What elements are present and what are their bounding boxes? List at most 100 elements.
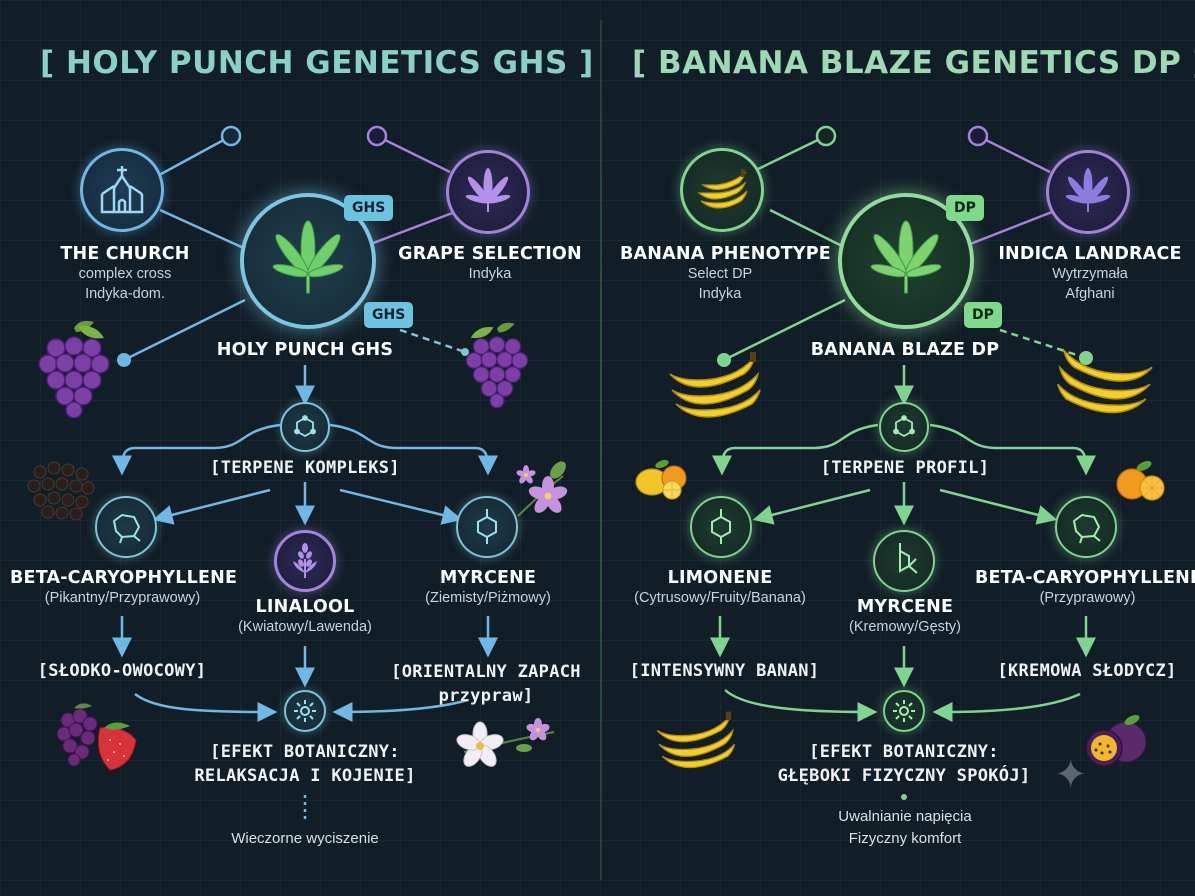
cannabis-leaf-icon: [870, 220, 942, 294]
outcome-line1-right: Uwalnianie napięcia: [838, 808, 972, 825]
grape-icon: [38, 320, 110, 418]
beta-caryophyllene-desc-right: (Przyprawowy): [1039, 590, 1136, 606]
panel-divider: [600, 20, 602, 880]
right-title: [ BANANA BLAZE GENETICS DP ]: [632, 45, 1195, 81]
myrcene-node-right: [873, 530, 935, 592]
church-label: THE CHURCH complex cross Indyka-dom.: [30, 244, 220, 304]
outcome-label-right: Uwalnianie napięcia Fizyczny komfort: [780, 806, 1030, 850]
terpene-profil-hub-node: [879, 402, 929, 452]
banana-phenotype-label: BANANA PHENOTYPE Select DP Indyka: [620, 244, 831, 304]
sparkle-icon: [294, 700, 316, 722]
berry-icon: [1085, 715, 1147, 767]
church-icon: [100, 166, 144, 214]
church-name: THE CHURCH: [60, 244, 190, 264]
church-line1: complex cross: [78, 266, 172, 282]
grape-selection-name: GRAPE SELECTION: [398, 244, 582, 264]
banana-phenotype-line1: Select DP: [687, 266, 753, 282]
sparkle-icon: [893, 700, 915, 722]
cannabis-leaf-icon: [272, 220, 344, 294]
myrcene-desc-right: (Kremowy/Gęsty): [849, 619, 961, 635]
myrcene-desc: (Ziemisty/Piżmowy): [425, 590, 551, 606]
grape-selection-node: [446, 150, 530, 234]
effect-label-right: [EFEKT BOTANICZNY: GŁĘBOKI FIZYCZNY SPOK…: [764, 740, 1044, 788]
indica-landrace-line2: Afghani: [1065, 286, 1115, 302]
beta-caryophyllene-name-right: BETA-CARYOPHYLLENE: [975, 568, 1195, 588]
molecule-icon: [112, 513, 141, 544]
church-line2: Indyka-dom.: [85, 286, 165, 302]
cannabis-leaf-icon: [1065, 168, 1111, 212]
beta-caryophyllene-node-right: [1055, 496, 1117, 558]
indica-landrace-name: INDICA LANDRACE: [998, 244, 1182, 264]
effect-node-right: [883, 690, 925, 732]
myrcene-name: MYRCENE: [439, 568, 537, 588]
linalool-name: LINALOOL: [255, 597, 355, 617]
indica-landrace-line1: Wytrzymała: [1052, 266, 1128, 282]
myrcene-node: [456, 496, 518, 558]
terpene-profil-label: [TERPENE PROFIL]: [820, 458, 990, 478]
indica-landrace-label: INDICA LANDRACE Wytrzymała Afghani: [995, 244, 1185, 304]
beta-caryophyllene-label-right: BETA-CARYOPHYLLENE (Przyprawowy): [975, 568, 1195, 608]
effect-node: [284, 690, 326, 732]
effect-line1-right: [EFEKT BOTANICZNY:: [809, 742, 999, 762]
effect-line2-right: GŁĘBOKI FIZYCZNY SPOKÓJ]: [777, 766, 1031, 786]
molecule-icon: [899, 543, 918, 574]
myrcene-label: MYRCENE (Ziemisty/Piżmowy): [388, 568, 588, 608]
terpene-hub-node: [280, 402, 330, 452]
banana-blaze-label: BANANA BLAZE DP: [810, 340, 1000, 360]
left-title: [ HOLY PUNCH GENETICS GHS ]: [40, 45, 594, 81]
beta-caryophyllene-label: BETA-CARYOPHYLLENE (Pikantny/Przyprawowy…: [10, 568, 238, 608]
limonene-desc: (Cytrusowy/Fruity/Banana): [634, 590, 806, 606]
limonene-label: LIMONENE (Cytrusowy/Fruity/Banana): [615, 568, 825, 608]
beta-caryophyllene-name: BETA-CARYOPHYLLENE: [10, 568, 238, 588]
effect-line2: RELAKSACJA I KOJENIE]: [194, 766, 416, 786]
slodko-owocowy-label: [SŁODKO-OWOCOWY]: [37, 661, 207, 681]
grape-icon: [465, 322, 529, 409]
beta-caryophyllene-desc: (Pikantny/Przyprawowy): [44, 590, 201, 606]
linalool-node: [274, 530, 336, 592]
limonene-name: LIMONENE: [667, 568, 773, 588]
myrcene-label-right: MYRCENE (Kremowy/Gęsty): [805, 597, 1005, 637]
beta-caryophyllene-node: [95, 496, 157, 558]
holy-punch-label: HOLY PUNCH GHS: [216, 340, 394, 360]
orientalny-line2: przypraw]: [438, 686, 534, 706]
orientalny-line1: [ORIENTALNY ZAPACH: [391, 662, 581, 682]
banana-phenotype-name: BANANA PHENOTYPE: [620, 244, 831, 264]
molecule-icon: [1072, 513, 1101, 544]
lemon-icon: [635, 459, 687, 500]
limonene-node: [690, 496, 752, 558]
banana-icon: [656, 711, 736, 769]
banana-blaze-center-node: [838, 193, 974, 329]
ghs-tag-secondary: GHS: [364, 302, 414, 328]
flower-icon: [456, 718, 555, 767]
banana-phenotype-node: [680, 148, 764, 232]
ghs-tag: GHS: [344, 195, 394, 221]
outcome-line2-right: Fizyczny komfort: [848, 830, 962, 847]
flower-icon: [293, 543, 317, 578]
terpene-kompleks-label: [TERPENE KOMPLEKS]: [210, 458, 400, 478]
grape-selection-line1: Indyka: [468, 266, 512, 282]
molecule-icon: [294, 415, 316, 438]
dp-tag-secondary: DP: [964, 302, 1002, 328]
banana-icon: [697, 169, 748, 209]
banana-phenotype-line2: Indyka: [698, 286, 742, 302]
kremowa-slodycz-label: [KREMOWA SŁODYCZ]: [997, 661, 1177, 681]
myrcene-name-right: MYRCENE: [856, 597, 954, 617]
molecule-icon: [711, 509, 731, 544]
molecule-icon: [477, 509, 497, 544]
church-node: [80, 148, 164, 232]
grape-selection-label: GRAPE SELECTION Indyka: [395, 244, 585, 284]
banana-icon: [1056, 348, 1153, 414]
outcome-label: Wieczorne wyciszenie: [231, 830, 379, 847]
flower-icon: [516, 461, 568, 517]
dp-tag: DP: [946, 195, 984, 221]
indica-landrace-node: [1046, 150, 1130, 234]
cannabis-leaf-icon: [465, 168, 511, 212]
linalool-desc: (Kwiatowy/Lawenda): [238, 619, 372, 635]
orientalny-zapach-label: [ORIENTALNY ZAPACH przypraw]: [386, 660, 586, 708]
pepper-icon: [27, 461, 95, 520]
linalool-label: LINALOOL (Kwiatowy/Lawenda): [205, 597, 405, 637]
intensywny-banan-label: [INTENSYWNY BANAN]: [629, 661, 820, 681]
orange-icon: [1116, 461, 1165, 501]
effect-line1: [EFEKT BOTANICZNY:: [210, 742, 400, 762]
